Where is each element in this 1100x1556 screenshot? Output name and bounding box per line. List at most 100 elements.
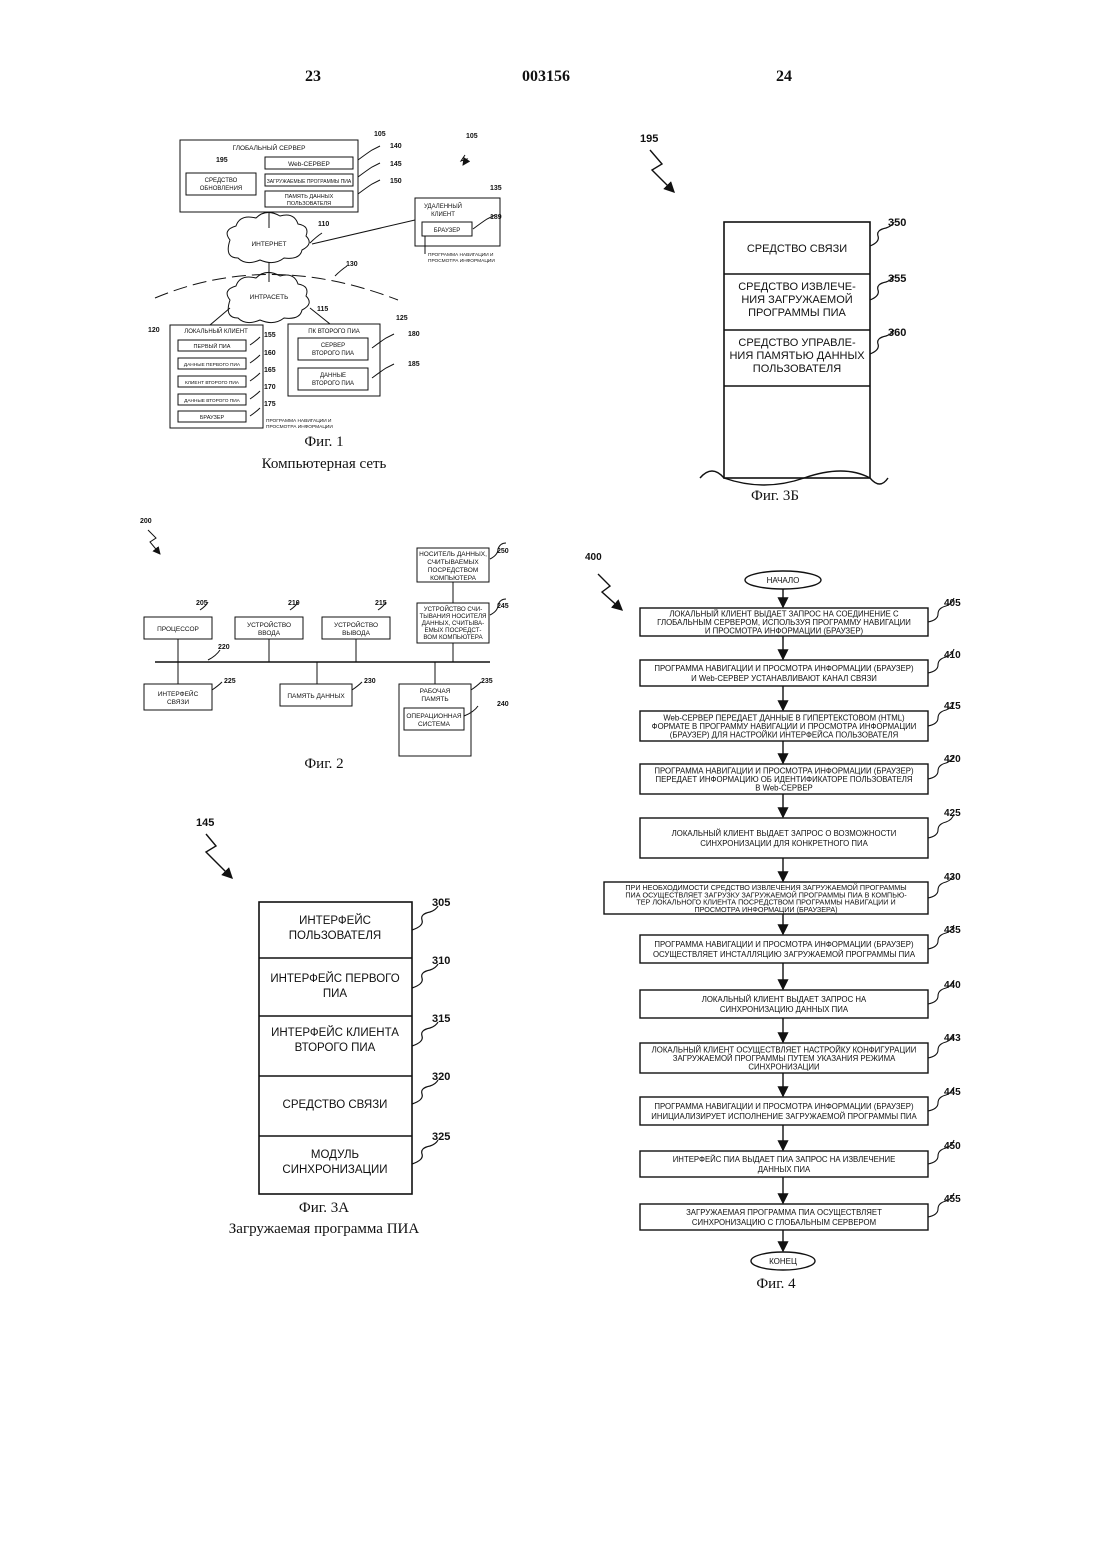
fig4-step-text: СИНХРОНИЗАЦИЮ С ГЛОБАЛЬНЫМ СЕРВЕРОМ: [692, 1218, 876, 1227]
ref-145: 145: [390, 161, 402, 168]
fig4-step-text: СИНХРОНИЗАЦИИ: [748, 1063, 819, 1072]
fig4-step-box: [640, 818, 928, 858]
fig3b-block-1-line-1: СРЕДСТВО СВЯЗИ: [747, 243, 847, 255]
fig3b-caption: Фиг. 3Б: [751, 488, 799, 504]
local-client-label: ЛОКАЛЬНЫЙ КЛИЕНТ: [184, 327, 248, 335]
data-memory-label: ПАМЯТЬ ДАННЫХ: [287, 693, 345, 700]
fig3a-diagram: [206, 834, 438, 1194]
second-pda-client-label: КЛИЕНТ ВТОРОГО ПИА: [185, 380, 240, 386]
fig3a-ref-320: 320: [432, 1071, 450, 1083]
comm-interface-2: СВЯЗИ: [167, 699, 189, 706]
fig4-step-text: ИНТЕРФЕЙС ПИА ВЫДАЕТ ПИА ЗАПРОС НА ИЗВЛЕ…: [673, 1155, 896, 1164]
fig3a-block-5-line-1: МОДУЛЬ: [311, 1149, 359, 1161]
reader-label-4: ЕМЫХ ПОСРЕДСТ-: [425, 627, 482, 634]
fig3a-block-2-line-2: ПИА: [323, 988, 348, 1000]
fig3a-ref-145: 145: [196, 817, 214, 829]
ref-120: 120: [148, 327, 160, 334]
fig3a-caption: Фиг. 3А: [299, 1200, 349, 1216]
fig3b-block-3-line-2: НИЯ ПАМЯТЬЮ ДАННЫХ: [729, 350, 865, 362]
comm-interface-1: ИНТЕРФЕЙС: [158, 689, 199, 698]
fig2-ref-200: 200: [140, 518, 152, 525]
fig3a-ref-325: 325: [432, 1131, 450, 1143]
ref-130: 130: [346, 261, 358, 268]
fig4-step-text: И Web-СЕРВЕР УСТАНАВЛИВАЮТ КАНАЛ СВЯЗИ: [691, 674, 877, 683]
local-browser-label: БРАУЗЕР: [200, 415, 225, 421]
reader-label-5: ВОМ КОМПЬЮТЕРА: [423, 634, 483, 641]
fig2-ref-230: 230: [364, 678, 376, 685]
fig4-end-label: КОНЕЦ: [769, 1257, 797, 1266]
user-data-memory-label-2: ПОЛЬЗОВАТЕЛЯ: [287, 201, 331, 207]
os-label-1: ОПЕРАЦИОННАЯ: [406, 713, 462, 720]
fig4-step-text: ПРОГРАММА НАВИГАЦИИ И ПРОСМОТРА ИНФОРМАЦ…: [654, 664, 914, 673]
output-label-2: ВЫВОДА: [342, 630, 371, 637]
fig2-ref-205: 205: [196, 600, 208, 607]
ref-170: 170: [264, 384, 276, 391]
web-server-label: Web-СЕРВЕР: [288, 161, 330, 168]
intranet-label: ИНТРАСЕТЬ: [250, 294, 289, 301]
fig4-step-text: ЛОКАЛЬНЫЙ КЛИЕНТ ВЫДАЕТ ЗАПРОС НА: [702, 995, 867, 1004]
output-label-1: УСТРОЙСТВО: [334, 620, 378, 629]
fig4-start-label: НАЧАЛО: [767, 576, 800, 585]
fig3a-block-4-line-1: СРЕДСТВО СВЯЗИ: [283, 1099, 388, 1111]
reader-label-3: ДАННЫХ, СЧИТЫВА-: [422, 620, 485, 627]
work-memory-2: ПАМЯТЬ: [421, 696, 448, 703]
internet-label: ИНТЕРНЕТ: [251, 241, 286, 248]
second-pda-server-label-2: ВТОРОГО ПИА: [312, 351, 354, 357]
fig4-step-ref: 445: [944, 1087, 961, 1098]
fig3b-block-2-line-3: ПРОГРАММЫ ПИА: [748, 307, 846, 319]
fig3b-ref-350: 350: [888, 217, 906, 229]
storage-media-4: КОМПЬЮТЕРА: [430, 575, 477, 582]
first-pda-data-label: ДАННЫЕ ПЕРВОГО ПИА: [184, 362, 241, 368]
ref-165: 165: [264, 367, 276, 374]
fig4-step-ref: 435: [944, 925, 961, 936]
fig3a-ref-310: 310: [432, 955, 450, 967]
fig3b-ref-360: 360: [888, 327, 906, 339]
ref-110: 110: [318, 221, 329, 228]
fig3a-ref-315: 315: [432, 1013, 450, 1025]
ref-135: 135: [490, 185, 502, 192]
downloadable-program-label: ЗАГРУЖАЕМЫЕ ПРОГРАММЫ ПИА: [267, 179, 352, 185]
fig4-step-text: ПРОСМОТРА ИНФОРМАЦИИ (БРАУЗЕРА): [694, 905, 837, 914]
local-browser-prog-2: ПРОСМОТРА ИНФОРМАЦИИ: [266, 424, 333, 430]
reader-label-2: ТЫВАНИЯ НОСИТЕЛЯ: [419, 613, 486, 620]
remote-client-label-2: КЛИЕНТ: [431, 212, 455, 218]
storage-media-3: ПОСРЕДСТВОМ: [428, 567, 479, 574]
fig3b-ref-355: 355: [888, 273, 906, 285]
fig3a-block-2-line-1: ИНТЕРФЕЙС ПЕРВОГО: [270, 972, 399, 985]
global-server-label: ГЛОБАЛЬНЫЙ СЕРВЕР: [233, 143, 306, 152]
fig1-caption: Фиг. 1: [304, 434, 343, 450]
ref-175: 175: [264, 401, 276, 408]
fig4-step-text: ПРОГРАММА НАВИГАЦИИ И ПРОСМОТРА ИНФОРМАЦ…: [654, 940, 914, 949]
fig3b-block-3-line-3: ПОЛЬЗОВАТЕЛЯ: [753, 363, 841, 375]
fig2-ref-220: 220: [218, 644, 230, 651]
fig2-ref-235: 235: [481, 678, 493, 685]
ref-155: 155: [264, 332, 276, 339]
ref-150: 150: [390, 178, 402, 185]
os-label-2: СИСТЕМА: [418, 721, 451, 728]
fig2-ref-225: 225: [224, 678, 236, 685]
reader-label-1: УСТРОЙСТВО СЧИ-: [424, 605, 483, 613]
fig4-steps: ЛОКАЛЬНЫЙ КЛИЕНТ ВЫДАЕТ ЗАПРОС НА СОЕДИН…: [604, 589, 961, 1251]
update-tool-label-1: СРЕДСТВО: [205, 178, 238, 184]
fig4-caption: Фиг. 4: [756, 1276, 796, 1292]
fig3b-ref-195: 195: [640, 133, 658, 145]
fig3a-block-5-line-2: СИНХРОНИЗАЦИИ: [282, 1164, 387, 1176]
ref-180: 180: [408, 331, 420, 338]
fig4-step-text: И ПРОСМОТРА ИНФОРМАЦИИ (БРАУЗЕР): [705, 627, 864, 636]
remote-browser-prog-1: ПРОГРАММА НАВИГАЦИИ И: [428, 252, 494, 258]
fig3a-block-1-line-2: ПОЛЬЗОВАТЕЛЯ: [289, 930, 381, 942]
input-label-1: УСТРОЙСТВО: [247, 620, 291, 629]
remote-browser-prog-2: ПРОСМОТРА ИНФОРМАЦИИ: [428, 258, 495, 264]
remote-client-label-1: УДАЛЕННЫЙ: [424, 202, 462, 210]
fig2-ref-240: 240: [497, 701, 509, 708]
fig4-step-text: ПРОГРАММА НАВИГАЦИИ И ПРОСМОТРА ИНФОРМАЦ…: [654, 1102, 914, 1111]
fig3b-block-2-line-1: СРЕДСТВО ИЗВЛЕЧЕ-: [738, 281, 856, 293]
fig1-subtitle: Компьютерная сеть: [262, 456, 387, 472]
ref-105-a: 105: [374, 131, 386, 138]
internet-cloud: [227, 212, 309, 262]
fig4-flowchart: 400 НАЧАЛО ЛОКАЛЬНЫЙ КЛИЕНТ ВЫДАЕТ ЗАПРО…: [585, 552, 961, 1292]
fig3a-block-1-line-1: ИНТЕРФЕЙС: [299, 914, 371, 927]
fig4-step-text: ЛОКАЛЬНЫЙ КЛИЕНТ ВЫДАЕТ ЗАПРОС О ВОЗМОЖН…: [672, 829, 897, 838]
ref-160: 160: [264, 350, 276, 357]
fig2-ref-245: 245: [497, 603, 509, 610]
